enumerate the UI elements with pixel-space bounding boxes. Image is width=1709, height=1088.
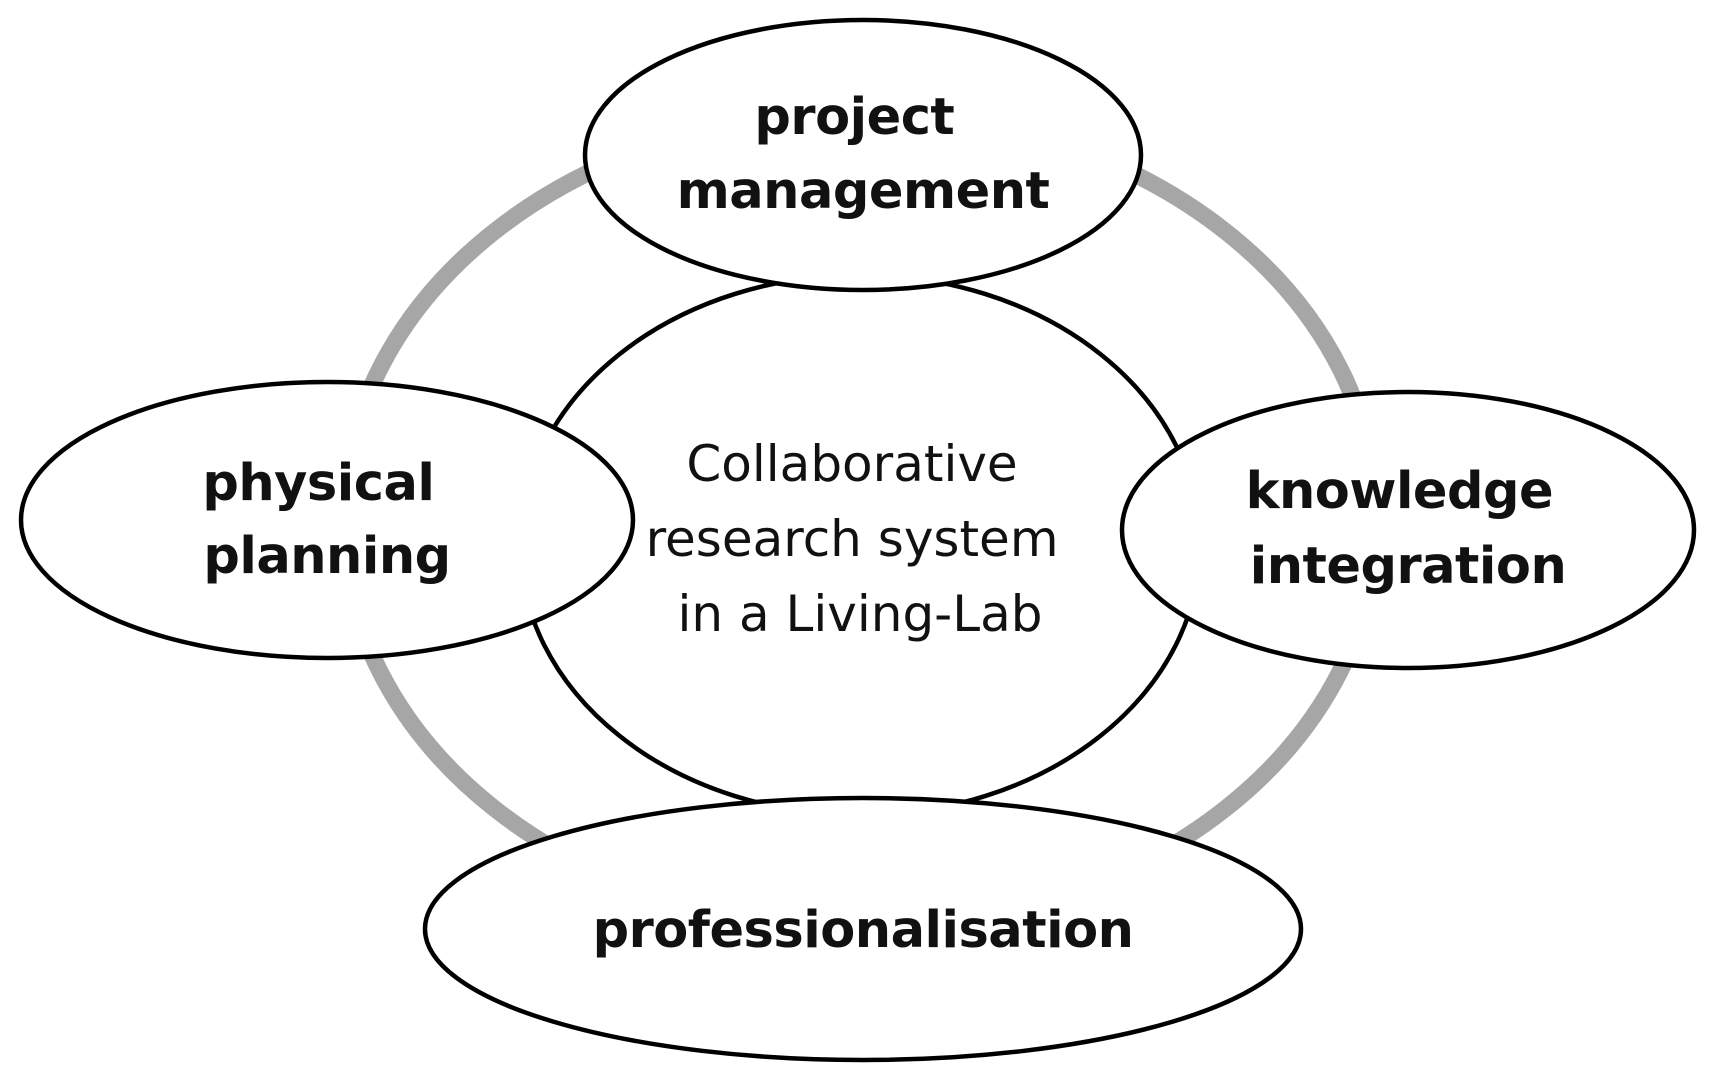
project-management-line-1: project [754,88,954,147]
professionalisation-ellipse [422,795,1304,1063]
node-physical-planning: physical planning [18,379,636,661]
center-label-line-1: Collaborative [686,435,1017,493]
physical-planning-label: physical planning [202,454,451,586]
knowledge-integration-label: knowledge integration [1246,462,1571,596]
center-node: Collaborative research system in a Livin… [517,272,1203,818]
project-management-label: project management [677,88,1050,221]
physical-planning-line-2: planning [203,527,450,586]
knowledge-integration-line-1: knowledge [1246,462,1554,521]
project-management-ellipse [582,17,1144,293]
knowledge-integration-line-2: integration [1250,537,1567,596]
center-label-line-3: in a Living-Lab [678,585,1043,643]
node-professionalisation: professionalisation [422,795,1304,1063]
center-label: Collaborative research system in a Livin… [646,435,1075,643]
physical-planning-ellipse [18,379,636,661]
professionalisation-label: professionalisation [593,901,1134,960]
node-knowledge-integration: knowledge integration [1119,389,1697,671]
node-project-management: project management [582,17,1144,293]
project-management-line-2: management [677,162,1050,221]
center-label-line-2: research system [646,510,1059,568]
knowledge-integration-ellipse [1119,389,1697,671]
professionalisation-line-1: professionalisation [593,901,1134,960]
physical-planning-line-1: physical [202,454,434,513]
